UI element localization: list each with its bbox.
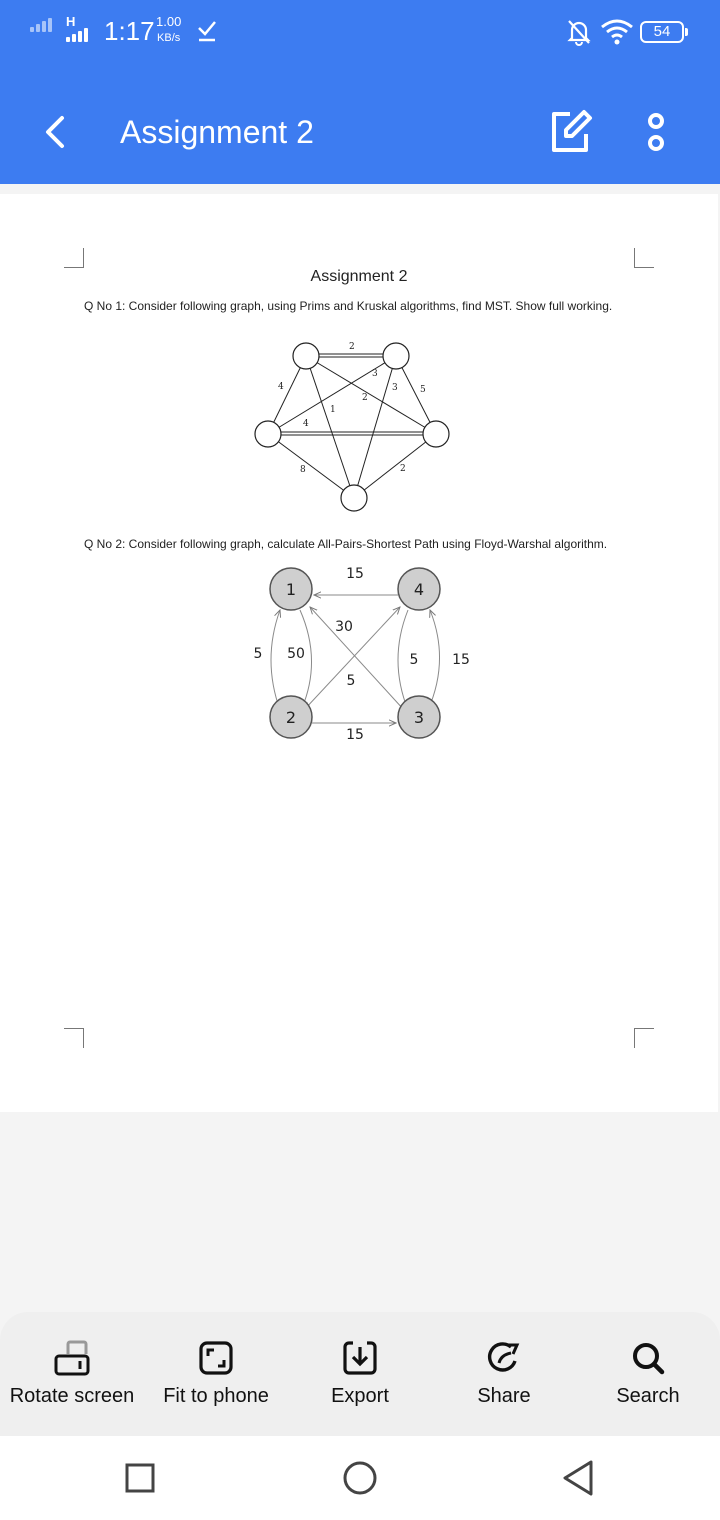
graph2-node: 2 bbox=[286, 708, 296, 727]
bottom-toolbar: Rotate screen Fit to phone Export bbox=[0, 1312, 720, 1436]
graph2-node: 1 bbox=[286, 580, 296, 599]
recent-apps-button[interactable] bbox=[120, 1458, 160, 1498]
graph2-weight: 5 bbox=[347, 673, 356, 689]
network-speed-value: 1.00 bbox=[156, 14, 182, 29]
fit-to-phone-label: Fit to phone bbox=[163, 1385, 269, 1407]
home-icon bbox=[343, 1461, 377, 1495]
share-button[interactable]: Share bbox=[432, 1332, 576, 1432]
back-icon bbox=[563, 1460, 593, 1496]
battery-indicator: 54 bbox=[640, 21, 684, 43]
graph2-weight: 30 bbox=[335, 619, 353, 635]
graph1-weight: 8 bbox=[300, 465, 306, 475]
share-label: Share bbox=[477, 1385, 531, 1407]
floyd-graph-figure: 1 4 2 3 15 30 5 50 5 5 15 15 bbox=[254, 566, 470, 743]
network-type: H bbox=[66, 14, 76, 29]
graph1-weight: 3 bbox=[392, 383, 398, 393]
search-button[interactable]: Search bbox=[576, 1332, 720, 1432]
fit-to-phone-icon bbox=[196, 1338, 236, 1378]
crop-mark bbox=[64, 1028, 84, 1048]
back-arrow-icon bbox=[46, 116, 64, 148]
search-label: Search bbox=[616, 1385, 680, 1407]
home-button[interactable] bbox=[340, 1458, 380, 1498]
share-icon bbox=[484, 1338, 524, 1378]
rotate-screen-label: Rotate screen bbox=[9, 1385, 135, 1407]
battery-tip bbox=[685, 28, 688, 36]
graph1-weight: 2 bbox=[362, 393, 368, 403]
graph2-weight: 50 bbox=[287, 646, 305, 662]
rotate-screen-button[interactable]: Rotate screen bbox=[0, 1332, 144, 1432]
graph2-weight: 5 bbox=[254, 646, 263, 662]
graph1-weight: 2 bbox=[349, 342, 355, 352]
graph2-node: 3 bbox=[414, 708, 424, 727]
graph1-weight: 5 bbox=[420, 385, 426, 395]
graph2-weight: 15 bbox=[346, 727, 364, 743]
more-vert-icon[interactable] bbox=[634, 106, 678, 158]
rotate-screen-icon bbox=[52, 1338, 92, 1378]
question-2: Q No 2: Consider following graph, calcul… bbox=[84, 537, 608, 551]
document-page[interactable]: Assignment 2 Q No 1: Consider following … bbox=[0, 194, 718, 1112]
recent-apps-icon bbox=[125, 1463, 155, 1493]
signal-sim1-icon bbox=[30, 18, 52, 32]
graph2-weight: 15 bbox=[452, 652, 470, 668]
network-speed-unit: KB/s bbox=[157, 32, 181, 44]
fit-to-phone-button[interactable]: Fit to phone bbox=[144, 1332, 288, 1432]
document-title: Assignment 2 bbox=[310, 268, 408, 285]
status-time: 1:17 bbox=[104, 16, 155, 46]
wifi-icon bbox=[601, 19, 633, 45]
signal-sim2-icon bbox=[66, 28, 88, 42]
notifications-off-icon bbox=[567, 20, 591, 46]
page-title: Assignment 2 bbox=[120, 114, 314, 150]
search-icon bbox=[628, 1338, 668, 1378]
mst-graph-figure: 2 3 4 3 5 2 1 4 8 2 bbox=[254, 342, 450, 512]
graph2-node: 4 bbox=[414, 580, 424, 599]
crop-mark bbox=[634, 1028, 654, 1048]
header: H 1:17 1.00 KB/s bbox=[0, 0, 720, 184]
app-bar: Assignment 2 bbox=[0, 84, 720, 184]
nav-back-button[interactable] bbox=[558, 1458, 598, 1498]
graph1-weight: 3 bbox=[372, 369, 378, 379]
graph2-weight: 5 bbox=[410, 652, 419, 668]
graph1-weight: 4 bbox=[303, 419, 309, 429]
export-label: Export bbox=[331, 1385, 389, 1407]
system-nav-bar bbox=[0, 1436, 720, 1520]
question-1: Q No 1: Consider following graph, using … bbox=[84, 299, 613, 313]
back-button[interactable] bbox=[30, 108, 78, 156]
crop-mark bbox=[634, 248, 654, 268]
export-icon bbox=[340, 1338, 380, 1378]
network-speed: 1.00 KB/s bbox=[156, 14, 181, 46]
graph1-weight: 4 bbox=[278, 382, 284, 392]
status-bar: H 1:17 1.00 KB/s bbox=[0, 0, 720, 64]
crop-mark bbox=[64, 248, 84, 268]
download-done-icon bbox=[198, 21, 216, 42]
edit-icon[interactable] bbox=[544, 106, 596, 158]
graph1-weight: 1 bbox=[330, 405, 336, 415]
export-button[interactable]: Export bbox=[288, 1332, 432, 1432]
graph2-weight: 15 bbox=[346, 566, 364, 582]
graph1-weight: 2 bbox=[400, 464, 406, 474]
